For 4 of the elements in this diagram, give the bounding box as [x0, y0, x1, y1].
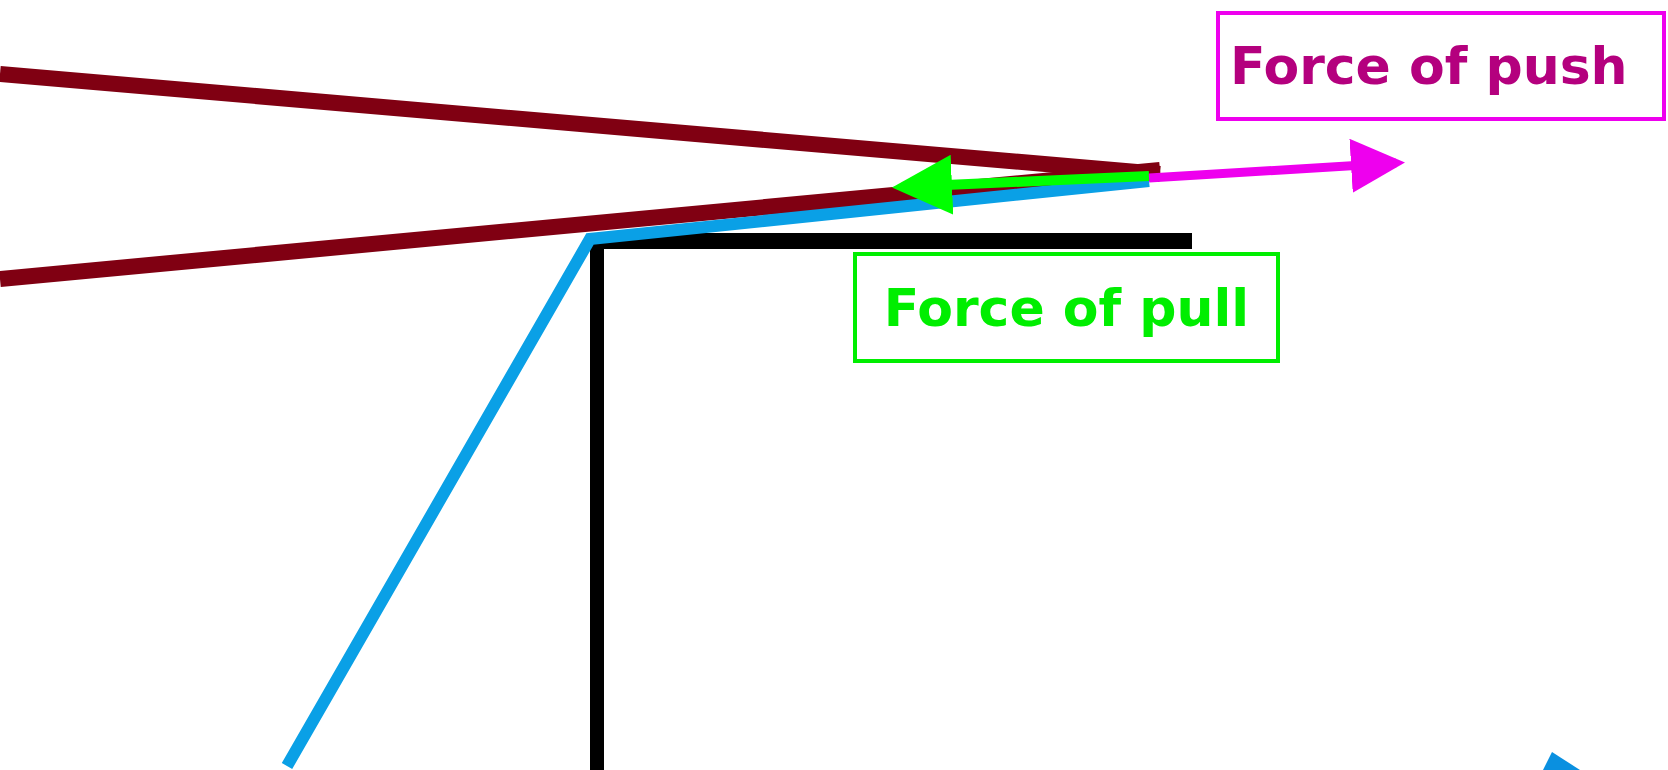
label-box [1216, 11, 1666, 121]
force-label: Force of push [1230, 36, 1628, 96]
force-label: Force of pull [883, 277, 1250, 338]
label-box [853, 252, 1280, 363]
